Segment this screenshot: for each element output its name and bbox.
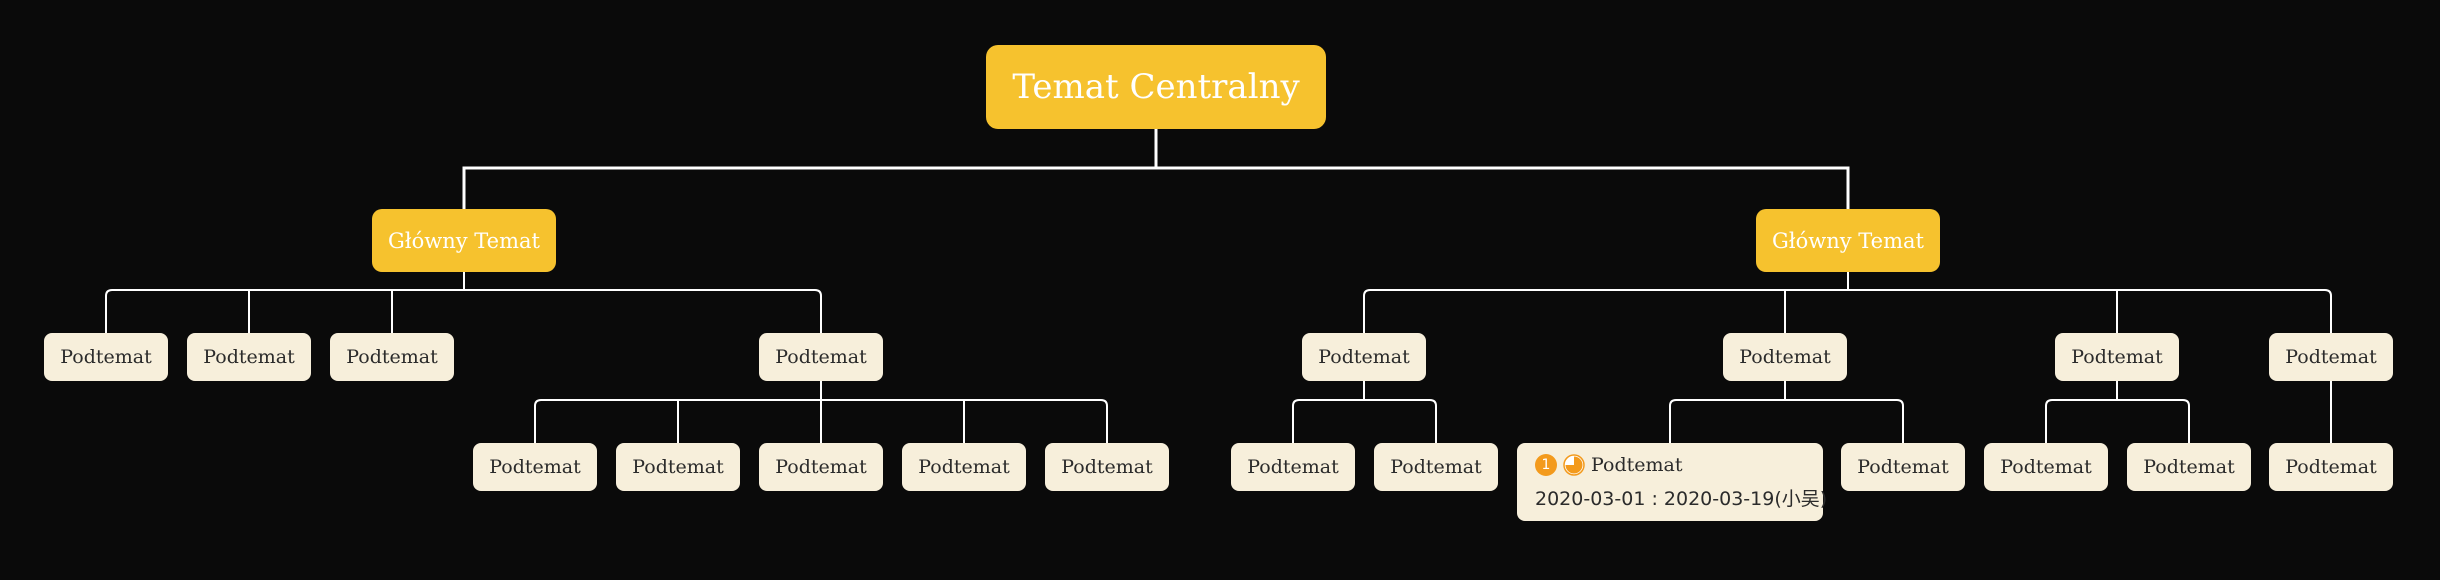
main-topic-left[interactable]: Główny Temat <box>372 209 556 272</box>
subtopic-label: Podtemat <box>1857 456 1949 478</box>
task-subtopic-node[interactable]: 1 Podtemat 2020-03-01 : 2020-03-19(小吴) <box>1517 443 1827 521</box>
subtopic-label: Podtemat <box>775 346 867 368</box>
subtopic-node[interactable]: Podtemat <box>2127 443 2251 491</box>
subtopic-label: Podtemat <box>1247 456 1339 478</box>
subtopic-node[interactable]: Podtemat <box>1984 443 2108 491</box>
subtopic-node[interactable]: Podtemat <box>1374 443 1498 491</box>
subtopic-node[interactable]: Podtemat <box>473 443 597 491</box>
subtopic-label: Podtemat <box>2285 456 2377 478</box>
subtopic-label: Podtemat <box>1318 346 1410 368</box>
subtopic-label: Podtemat <box>2285 346 2377 368</box>
central-connector <box>462 129 1850 209</box>
subtopic-label: Podtemat <box>1390 456 1482 478</box>
subtopic-label: Podtemat <box>1739 346 1831 368</box>
subtopic-label: Podtemat <box>1591 453 1683 476</box>
subtopic-node[interactable]: Podtemat <box>616 443 740 491</box>
subtopic-label: Podtemat <box>2071 346 2163 368</box>
subtopic-node[interactable]: Podtemat <box>1841 443 1965 491</box>
subtopic-label: Podtemat <box>2143 456 2235 478</box>
subtopic-label: Podtemat <box>489 456 581 478</box>
main-topic-label: Główny Temat <box>388 228 540 253</box>
progress-pie-icon <box>1563 453 1585 476</box>
priority-value: 1 <box>1541 456 1551 473</box>
central-topic[interactable]: Temat Centralny <box>986 45 1326 129</box>
subtopic-label: Podtemat <box>632 456 724 478</box>
subtopic-node[interactable]: Podtemat <box>902 443 1026 491</box>
task-date-range: 2020-03-01 : 2020-03-19(小吴) <box>1535 487 1828 510</box>
subtopic-node[interactable]: Podtemat <box>2269 443 2393 491</box>
subtopic-node[interactable]: Podtemat <box>1045 443 1169 491</box>
subtopic-node[interactable]: Podtemat <box>1231 443 1355 491</box>
subtopic-label: Podtemat <box>918 456 1010 478</box>
left-main-connector <box>105 272 822 333</box>
left-sub-connector <box>534 381 1108 443</box>
main-topic-right[interactable]: Główny Temat <box>1756 209 1940 272</box>
subtopic-node[interactable]: Podtemat <box>2269 333 2393 381</box>
right-sub2-connector <box>1669 381 1904 443</box>
subtopic-node[interactable]: Podtemat <box>187 333 311 381</box>
subtopic-label: Podtemat <box>1061 456 1153 478</box>
right-sub1-connector <box>1292 381 1437 443</box>
subtopic-node[interactable]: Podtemat <box>330 333 454 381</box>
right-sub3-connector <box>2045 381 2190 443</box>
subtopic-node[interactable]: Podtemat <box>1302 333 1426 381</box>
subtopic-node[interactable]: Podtemat <box>1723 333 1847 381</box>
subtopic-label: Podtemat <box>775 456 867 478</box>
central-topic-label: Temat Centralny <box>1012 67 1300 107</box>
subtopic-label: Podtemat <box>60 346 152 368</box>
subtopic-label: Podtemat <box>203 346 295 368</box>
priority-badge-icon: 1 <box>1535 453 1557 476</box>
subtopic-node[interactable]: Podtemat <box>44 333 168 381</box>
main-topic-label: Główny Temat <box>1772 228 1924 253</box>
subtopic-label: Podtemat <box>2000 456 2092 478</box>
subtopic-node[interactable]: Podtemat <box>759 443 883 491</box>
right-main-connector <box>1363 272 2332 333</box>
subtopic-label: Podtemat <box>346 346 438 368</box>
subtopic-node[interactable]: Podtemat <box>759 333 883 381</box>
subtopic-node[interactable]: Podtemat <box>2055 333 2179 381</box>
task-header: 1 Podtemat <box>1535 453 1683 476</box>
